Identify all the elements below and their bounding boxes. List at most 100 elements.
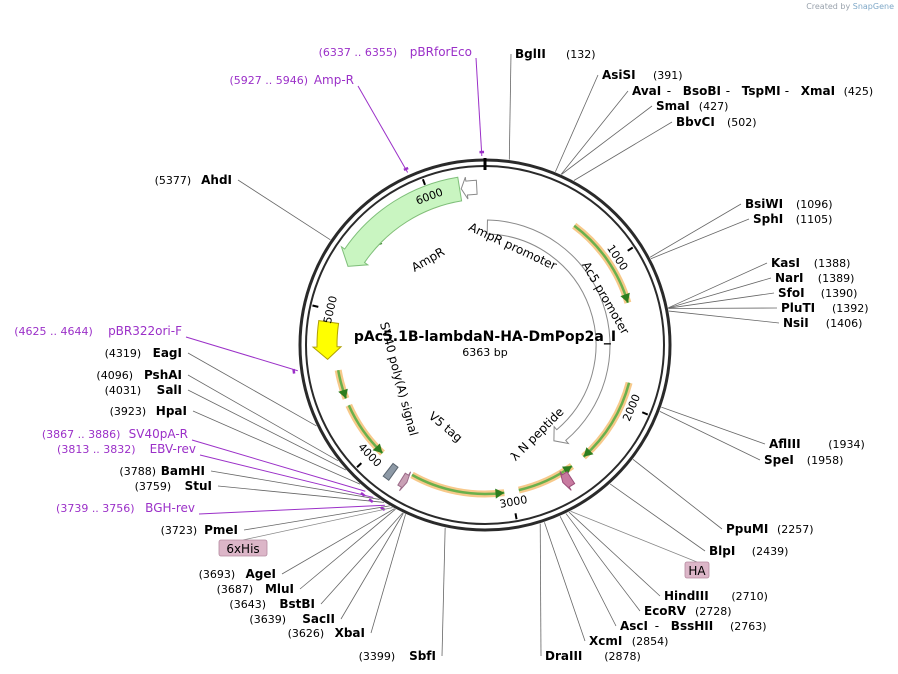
enzyme-site-spei[interactable]: SpeI(1958) [764,453,843,467]
enzyme-coordinate: (2763) [730,620,767,633]
primer-range: (5927 .. 5946) [229,74,308,87]
feature-ampr-promoter[interactable] [460,176,478,200]
tag-ha[interactable]: HA [684,561,710,579]
enzyme-coordinate: (3639) [249,613,286,626]
enzyme-site-bsiwi[interactable]: BsiWI(1096) [745,197,833,211]
primer-leader-line [185,336,298,372]
enzyme-site-pluti[interactable]: PluTI (1392) [781,301,869,315]
enzyme-site-nari[interactable]: NarI(1389) [775,271,854,285]
enzyme-coordinate: (4096) [96,369,133,382]
primer-leader-line [198,504,385,515]
enzyme-site-ppumi[interactable]: PpuMI(2257) [726,522,814,536]
primer-leader-line [191,439,366,492]
enzyme-site-blpi[interactable]: BlpI(2439) [709,544,788,558]
enzyme-coordinate: (1389) [818,272,855,285]
primer-binding-mark [403,166,409,171]
primer-amp-r[interactable]: Amp-R(5927 .. 5946) [229,73,354,87]
enzyme-site-ahdi[interactable]: AhdI(5377) [155,173,232,187]
enzyme-site-xcmi[interactable]: XcmI (2854) [589,634,668,648]
primer-bgh-rev[interactable]: BGH-rev(3739 .. 3756) [56,501,195,515]
feature-6xhis-tag[interactable] [382,462,399,481]
enzyme-site-bglii[interactable]: BglII(132) [515,47,596,61]
enzyme-site-sbfi[interactable]: SbfI(3399) [359,649,436,663]
enzyme-site-kasi[interactable]: KasI(1388) [771,256,850,270]
enzyme-coordinate: (1392) [832,302,869,315]
enzyme-site-stui[interactable]: StuI(3759) [135,479,212,493]
enzyme-site-hindiii[interactable]: HindIII(2710) [664,589,768,603]
center-title: pAc5.1B-lambdaN-HA-DmPop2a_I 6363 bp [354,329,616,359]
enzyme-coordinate: (4031) [105,384,142,397]
feature-ampr[interactable] [340,176,463,267]
enzyme-site-sacii[interactable]: SacII(3639) [249,612,335,626]
enzyme-leader-line [661,406,766,445]
enzyme-site-agei[interactable]: AgeI(3693) [199,567,276,581]
primer-range: (3813 .. 3832) [57,443,136,456]
enzyme-site-sfoi[interactable]: SfoI(1390) [778,286,857,300]
leader-lines [185,53,780,657]
plasmid-name: pAc5.1B-lambdaN-HA-DmPop2a_I [354,329,616,345]
tag-leader-line [242,507,393,541]
backbone-outer-ring [298,158,672,532]
enzyme-name: PluTI [781,301,815,315]
enzyme-site-bstbi[interactable]: BstBI (3643) [229,597,315,611]
ruler-tick [312,304,319,308]
primer-pbr322ori-f[interactable]: pBR322ori-F(4625 .. 4644) [14,324,182,338]
tag-label: HA [688,564,706,578]
enzyme-site-eagi[interactable]: EagI(4319) [105,346,182,360]
ruler-tick-label: 3000 [498,493,528,511]
enzyme-site-bamhi[interactable]: BamHI(3788) [119,464,205,478]
plasmid-backbone [298,158,672,532]
enzyme-leader-line [320,512,403,605]
enzyme-name: XcmI [589,634,622,648]
primer-name: pBRforEco [410,45,472,59]
enzyme-leader-line [668,310,780,324]
enzyme-coordinate: (3788) [119,465,156,478]
tag-box [218,539,268,557]
feature-lambda-n-peptide[interactable] [559,471,576,491]
enzyme-coordinate: (3723) [161,524,198,537]
enzyme-site-nsii[interactable]: NsiI(1406) [783,316,862,330]
enzyme-leader-line [441,527,446,657]
orf-arc [336,369,348,399]
enzyme-site-smai[interactable]: SmaI(427) [656,99,728,113]
orf-arc-arrowhead [620,292,630,303]
feature-ac5-promoter[interactable] [486,219,611,445]
primer-ebv-rev[interactable]: EBV-rev(3813 .. 3832) [57,442,196,456]
tag-6xhis[interactable]: 6xHis [218,539,268,557]
enzyme-site-asisi[interactable]: AsiSI(391) [602,68,683,82]
enzyme-site-sali[interactable]: SalI (4031) [105,383,182,397]
enzyme-name: SphI [753,212,783,226]
enzyme-name: HindIII [664,589,709,603]
enzyme-site-mlui[interactable]: MluI(3687) [217,582,294,596]
enzyme-coordinate: (3643) [229,598,266,611]
enzyme-coordinate: (2854) [632,635,669,648]
enzyme-name: BstBI [279,597,315,611]
enzyme-leader-line [544,522,586,642]
primer-leader-line [199,454,374,498]
enzyme-site-pshai[interactable]: PshAI(4096) [96,368,182,382]
enzyme-leader-line [299,508,396,590]
enzyme-site-afliii[interactable]: AflIII(1934) [769,437,865,451]
enzyme-site-avai[interactable]: AvaI - BsoBI - TspMI - XmaI(425) [632,84,873,98]
primer-pbrforeco[interactable]: pBRforEco(6337 .. 6355) [319,45,472,59]
enzyme-leader-line [632,459,723,530]
primer-name: SV40pA-R [129,427,188,441]
enzyme-site-bbvci[interactable]: BbvCI(502) [676,115,757,129]
enzyme-site-sphi[interactable]: SphI (1105) [753,212,832,226]
feature-sv40-polya-signal[interactable] [311,320,343,361]
enzyme-coordinate: (1958) [807,454,844,467]
feature-v5-tag[interactable] [397,471,412,492]
enzyme-name: AhdI [201,173,232,187]
enzyme-name: SalI [157,383,182,397]
enzyme-site-pmei[interactable]: PmeI(3723) [161,523,238,537]
enzyme-site-asci[interactable]: AscI - BssHII(2763) [620,619,767,633]
enzyme-site-xbai[interactable]: XbaI(3626) [288,626,365,640]
enzyme-site-ecorv[interactable]: EcoRV(2728) [644,604,732,618]
orf-arc-arrowhead [583,447,594,457]
enzyme-coordinate: (1105) [796,213,833,226]
site-labels: BglII(132) AsiSI(391) AvaI - BsoBI - TspMI… [14,45,873,663]
enzyme-site-hpai[interactable]: HpaI(3923) [110,404,187,418]
enzyme-site-draiii[interactable]: DraIII(2878) [545,649,641,663]
primer-sv40pa-r[interactable]: SV40pA-R(3867 .. 3886) [42,427,188,441]
enzyme-leader-line [668,262,768,309]
